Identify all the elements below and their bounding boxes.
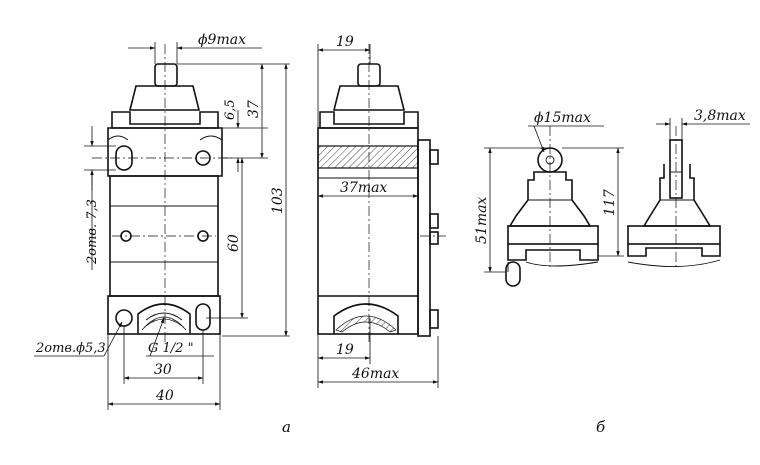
caption-b: б [596,418,606,436]
dim-6-5: 6,5 [223,99,238,120]
dim-103: 103 [270,187,286,214]
roller-view-dimensions: ϕ15max 51max 117 б [474,110,624,436]
dim-117: 117 [602,189,618,216]
dim-51max: 51max [474,197,490,244]
side-view-dimensions: 19 37max 19 46max [317,34,439,388]
dim-phi15max: ϕ15max [534,110,591,126]
dim-19-top: 19 [336,34,354,50]
dim-37: 37 [246,100,262,118]
dim-60: 60 [226,234,242,252]
dim-30: 30 [154,362,172,378]
dim-thread-g-1-2: G 1/2 " [148,341,194,356]
dim-holes-5-3: 2отв.ϕ5,3 [35,341,106,356]
lever-view-dimensions: 3,8max [656,108,750,140]
dim-40: 40 [155,388,174,404]
side-view [317,44,446,345]
lever-view [627,126,721,270]
dim-phi9max: ϕ9max [198,32,246,48]
dim-3-8max: 3,8max [694,108,746,124]
front-view-dimensions: ϕ9max 6,5 37 103 60 2отв. 7,3 2отв.ϕ5,3 [34,32,291,436]
dim-19-bottom: 19 [336,342,354,358]
roller-view [505,126,599,287]
dim-37max: 37max [340,180,387,196]
dim-46max: 46max [351,366,399,382]
front-view [92,44,232,345]
dim-holes-7-3: 2отв. 7,3 [85,199,100,265]
caption-a: а [282,418,291,436]
